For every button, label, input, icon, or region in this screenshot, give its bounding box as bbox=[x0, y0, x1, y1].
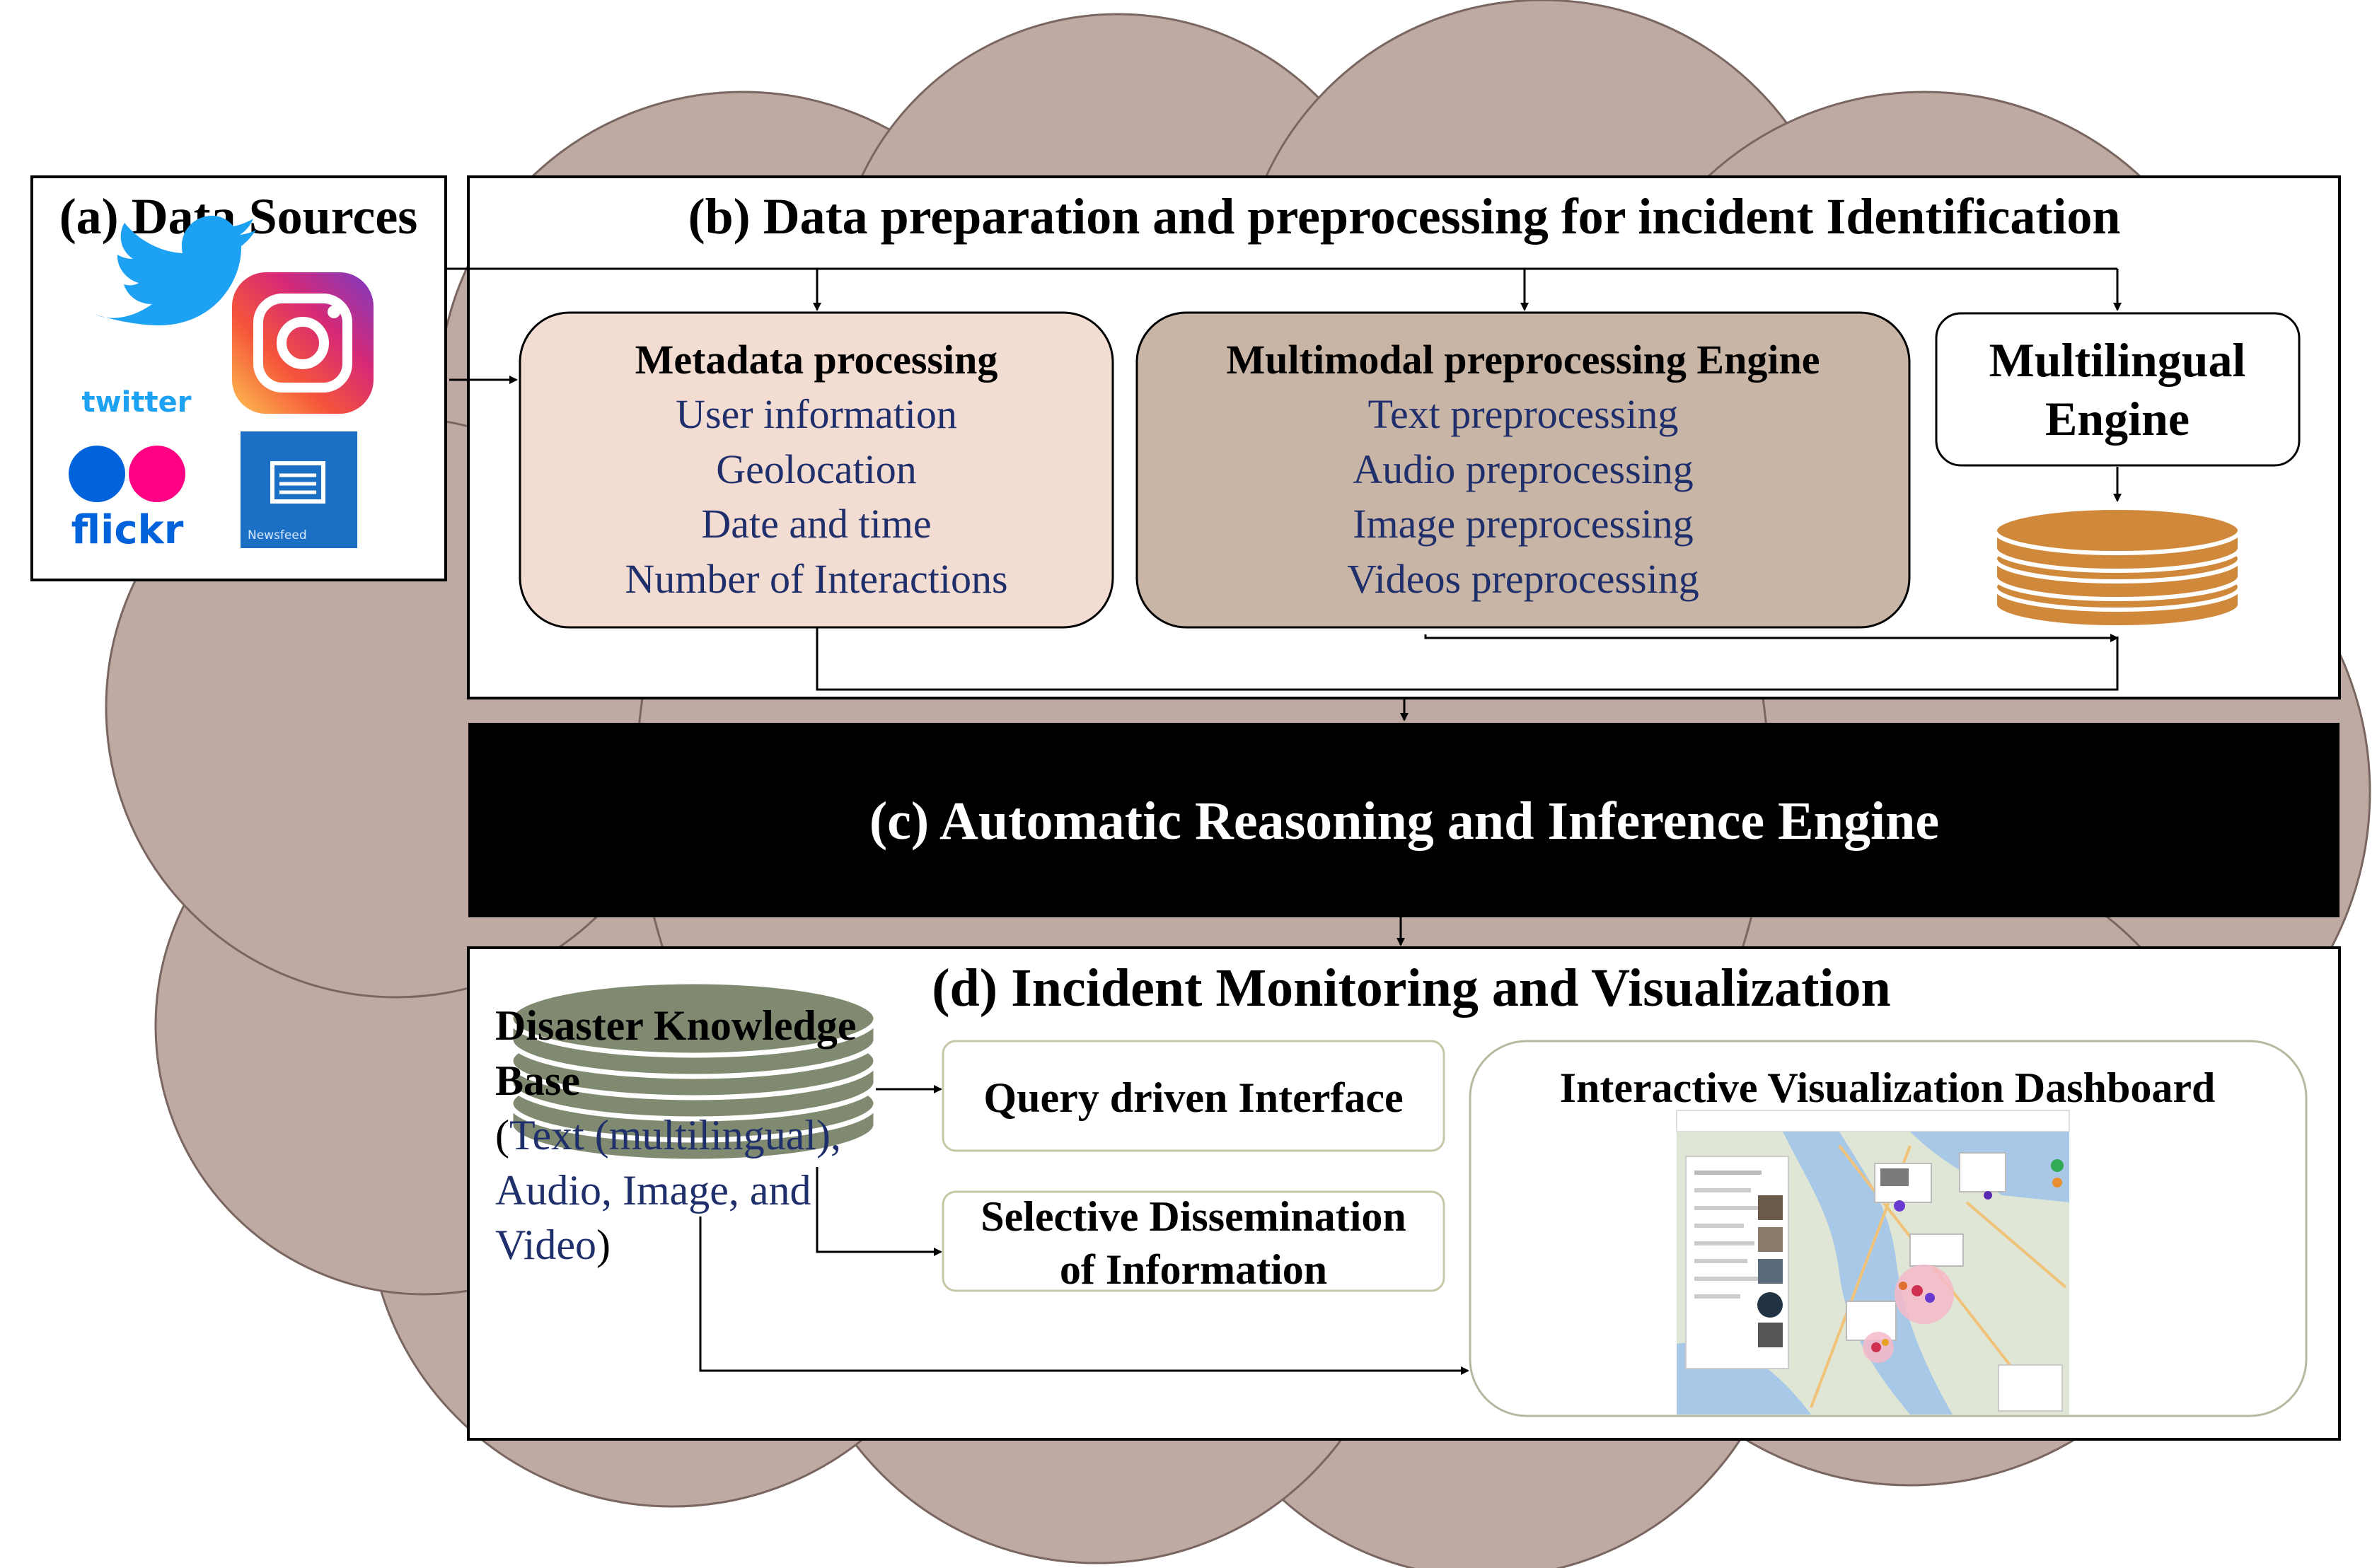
multilingual-database-icon bbox=[1993, 506, 2242, 629]
kb-desc-text: Text (multilingual), bbox=[509, 1112, 841, 1158]
knowledge-base-desc-line3: Video) bbox=[495, 1221, 611, 1268]
reasoning-title: (c) Automatic Reasoning and Inference En… bbox=[869, 791, 1939, 851]
dashboard-title: Interactive Visualization Dashboard bbox=[1560, 1064, 2216, 1111]
preparation-title: (b) Data preparation and preprocessing f… bbox=[688, 188, 2121, 245]
dashboard-box: Interactive Visualization Dashboard bbox=[1469, 1040, 2308, 1417]
multilingual-engine-box: Multilingual Engine bbox=[1935, 312, 2301, 467]
dissemination-label-line1: Selective Dissemination bbox=[981, 1193, 1406, 1240]
newsfeed-icon: Newsfeed bbox=[241, 431, 357, 548]
multimodal-item: Videos preprocessing bbox=[1347, 556, 1699, 602]
newsfeed-label: Newsfeed bbox=[248, 528, 307, 542]
flickr-label: flickr bbox=[71, 507, 184, 553]
instagram-icon bbox=[232, 272, 374, 414]
multimodal-item: Audio preprocessing bbox=[1353, 446, 1694, 492]
knowledge-base-title-line2: Base bbox=[495, 1057, 580, 1104]
knowledge-base-title-line1: Disaster Knowledge bbox=[495, 1002, 857, 1049]
multimodal-title: Multimodal preprocessing Engine bbox=[1227, 337, 1820, 383]
reasoning-engine-box: (c) Automatic Reasoning and Inference En… bbox=[468, 723, 2340, 917]
kb-video-text: Video bbox=[495, 1221, 596, 1268]
multilingual-title-line1: Multilingual bbox=[1989, 333, 2246, 387]
multimodal-item: Text preprocessing bbox=[1368, 391, 1679, 437]
knowledge-base-database-icon bbox=[508, 979, 879, 1164]
multimodal-engine-box: Multimodal preprocessing Engine Text pre… bbox=[1135, 311, 1911, 629]
metadata-item: Geolocation bbox=[716, 446, 916, 492]
query-interface-label: Query driven Interface bbox=[983, 1074, 1403, 1121]
knowledge-base-desc-line2: Audio, Image, and bbox=[495, 1167, 811, 1214]
preparation-connectors bbox=[816, 627, 2119, 721]
monitoring-connectors bbox=[699, 1085, 1469, 1375]
metadata-processing-box: Metadata processing User information Geo… bbox=[519, 311, 1114, 629]
kb-close-paren: ) bbox=[596, 1221, 611, 1268]
multimodal-item: Image preprocessing bbox=[1353, 501, 1694, 547]
twitter-label: twitter bbox=[82, 386, 192, 419]
metadata-item: Date and time bbox=[701, 501, 931, 547]
metadata-item: User information bbox=[676, 391, 957, 437]
dissemination-box: Selective Dissemination of Information bbox=[942, 1190, 1445, 1293]
twitter-icon: twitter bbox=[82, 216, 256, 419]
source-connectors bbox=[446, 267, 2122, 384]
multilingual-title-line2: Engine bbox=[2045, 392, 2190, 446]
data-sources-box: (a) Data Sources twitter flickr Newsfee bbox=[30, 175, 447, 581]
metadata-title: Metadata processing bbox=[635, 337, 998, 383]
knowledge-base-label: Disaster Knowledge Base (Text (multiling… bbox=[495, 1002, 857, 1268]
kb-open-paren: ( bbox=[495, 1112, 509, 1158]
knowledge-base-desc-line1: (Text (multilingual), bbox=[495, 1112, 841, 1158]
monitoring-title: (d) Incident Monitoring and Visualizatio… bbox=[932, 958, 1891, 1018]
query-interface-box: Query driven Interface bbox=[942, 1040, 1445, 1152]
metadata-item: Number of Interactions bbox=[625, 556, 1007, 602]
dashboard-thumbnail bbox=[1676, 1110, 2070, 1415]
dissemination-label-line2: of Information bbox=[1060, 1246, 1327, 1293]
flickr-icon: flickr bbox=[69, 446, 185, 553]
